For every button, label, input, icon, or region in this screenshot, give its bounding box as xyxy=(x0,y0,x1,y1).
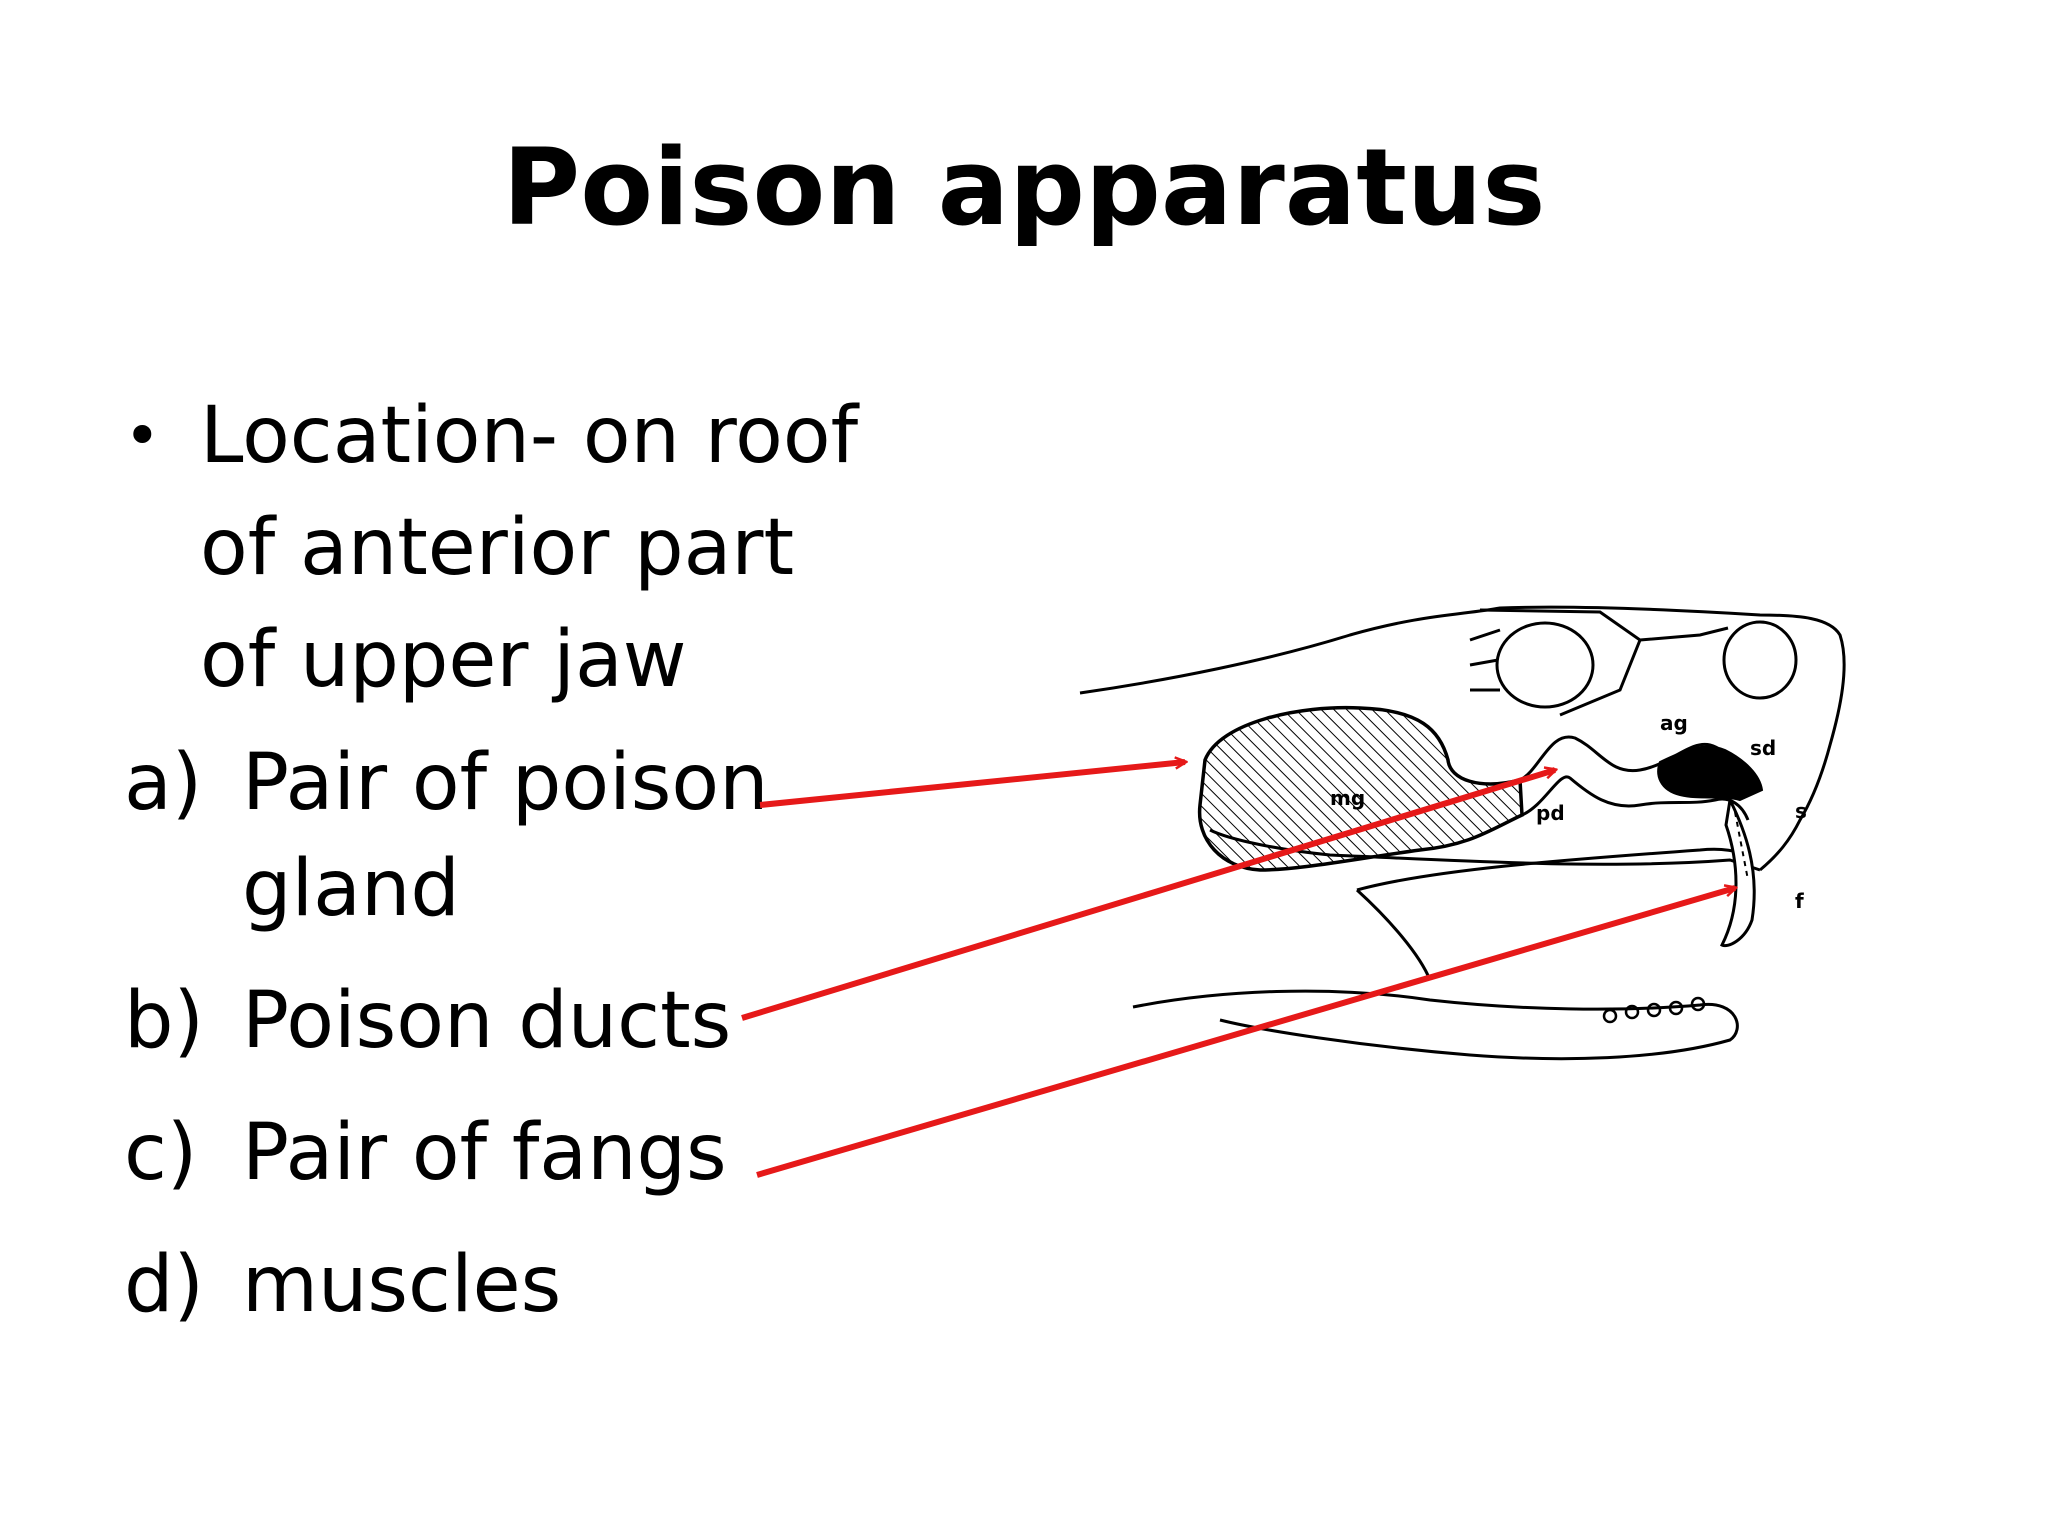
list-marker: a) xyxy=(124,738,203,828)
head-outline xyxy=(1079,605,1846,1061)
list-item-poison-ducts: b) Poison ducts xyxy=(124,968,884,1074)
location-line-3: of upper jaw xyxy=(200,615,687,705)
diagram-label-f: f xyxy=(1795,889,1804,913)
diagram-label-s: s xyxy=(1795,799,1807,823)
arrow-to-fang xyxy=(756,888,1735,1178)
head-top-outline xyxy=(1079,605,1846,872)
list-item-label: Pair of poison xyxy=(242,738,769,828)
component-list: a) Pair of poison gland b) Poison ducts … xyxy=(124,730,884,1364)
list-item-fangs: c) Pair of fangs xyxy=(124,1100,884,1206)
location-line-1: Location- on roof xyxy=(200,391,859,481)
lower-jaw-outline xyxy=(1132,989,1739,1061)
diagram-label-sd: sd xyxy=(1750,736,1776,760)
list-item-label: muscles xyxy=(242,1240,562,1330)
location-line-2: of anterior part xyxy=(200,503,795,593)
list-item-poison-gland: a) Pair of poison gland xyxy=(124,730,884,942)
slide-title: Poison apparatus xyxy=(502,126,1546,249)
list-item-label: gland xyxy=(242,844,460,934)
list-marker: d) xyxy=(124,1240,204,1330)
lower-jaw-inner xyxy=(1356,847,1750,892)
lower-teeth xyxy=(1602,996,1706,1024)
lower-jaw-curve xyxy=(1355,888,1432,981)
list-item-label: Poison ducts xyxy=(242,976,732,1066)
poison-duct-lower xyxy=(1521,775,1750,821)
bullet-marker: • xyxy=(124,399,161,472)
scale-row-3 xyxy=(1469,628,1501,692)
scale-row-2 xyxy=(1639,626,1729,642)
diagram-label-mg: mg xyxy=(1330,786,1365,810)
diagram-label-ag: ag xyxy=(1660,711,1688,735)
list-marker: b) xyxy=(124,976,204,1066)
location-text: Location- on roof of anterior part of up… xyxy=(200,380,858,716)
venom-gland-shape xyxy=(1197,705,1524,872)
list-item-muscles: d) muscles xyxy=(124,1232,884,1338)
scale-row-1 xyxy=(1479,608,1642,717)
list-marker: c) xyxy=(124,1108,198,1198)
rostral-scale xyxy=(1722,620,1798,700)
list-item-label: Pair of fangs xyxy=(242,1108,727,1198)
upper-jaw-line xyxy=(1209,828,1761,872)
fang-shape xyxy=(1719,795,1756,948)
eye-scale xyxy=(1495,621,1595,709)
location-bullet: • Location- on roof of anterior part of … xyxy=(124,380,884,716)
fang-canal xyxy=(1734,811,1749,881)
poison-duct-upper xyxy=(1519,735,1747,791)
head-scales xyxy=(1469,608,1798,717)
accessory-gland-shape xyxy=(1657,745,1764,802)
diagram-label-pd: pd xyxy=(1536,801,1565,825)
